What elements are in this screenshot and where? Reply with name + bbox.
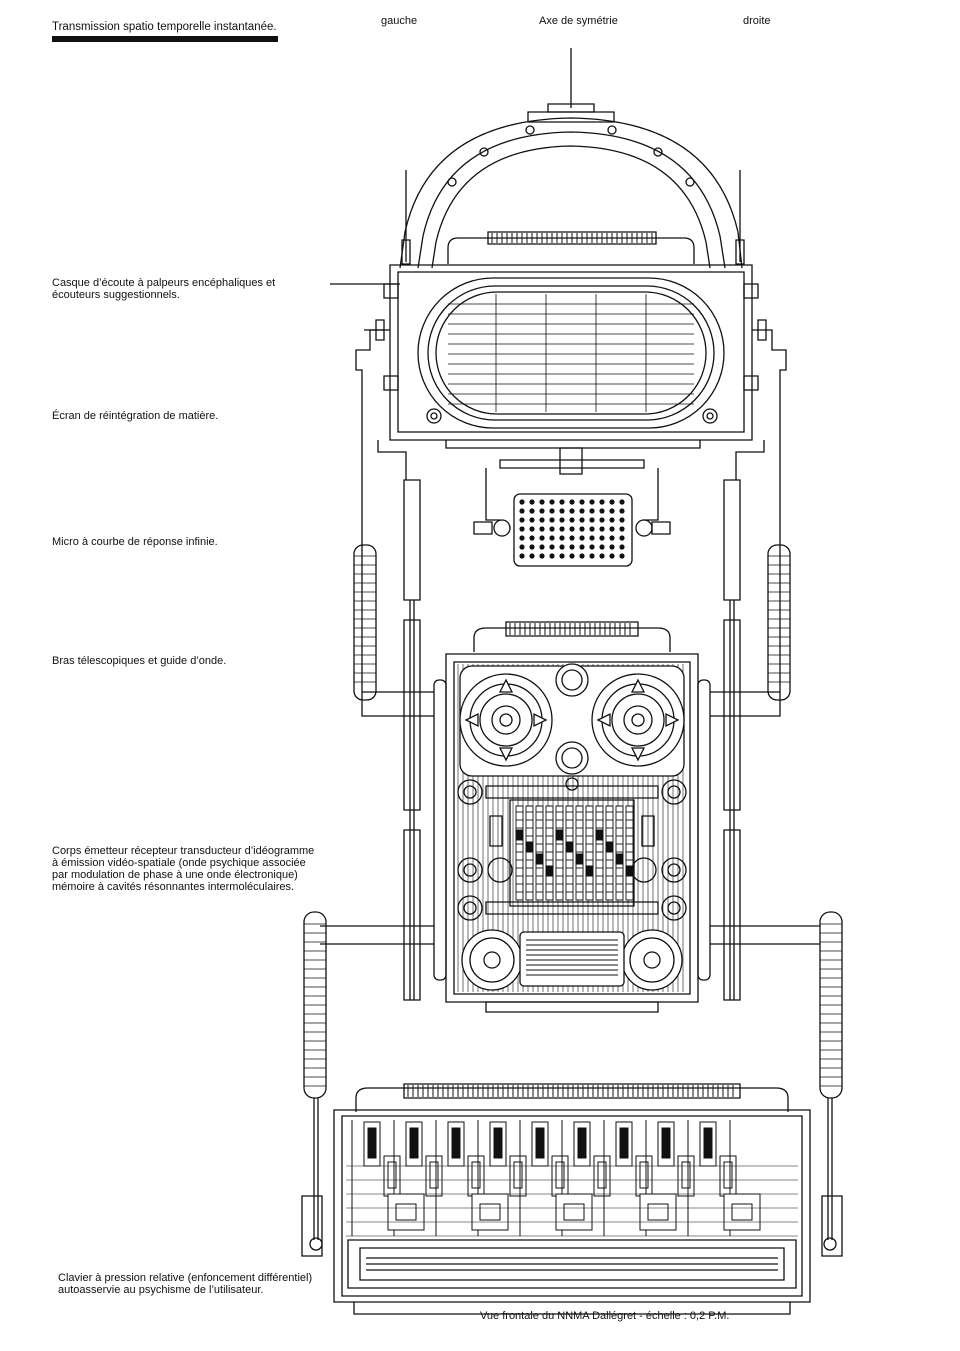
side-antennas [330,170,744,284]
label-bras-line-1: Bras télescopiques et guide d’onde. [52,655,227,667]
title-underline [52,36,278,42]
label-corps-line-2: à émission vidéo-spatiale (onde psychiqu… [52,857,306,869]
label-casque-line-1: Casque d’écoute à palpeurs encéphaliques… [52,277,276,289]
label-corps: Corps émetteur récepteur transducteur d’… [52,845,314,893]
right-side-label: droite [743,15,771,27]
helmet-dome [400,118,742,268]
keyboard [334,1084,810,1314]
body-handle [474,622,670,652]
antenna [528,48,614,122]
label-clavier-line-2: autoasservie au psychisme de l’utilisate… [58,1284,264,1296]
label-bras: Bras télescopiques et guide d’onde. [52,655,226,667]
label-clavier-line-1: Clavier à pression relative (enfoncement… [58,1272,313,1284]
label-ecran: Écran de réintégration de matière. [52,410,218,422]
label-corps-line-1: Corps émetteur récepteur transducteur d’… [52,845,315,857]
symmetry-axis-label: Axe de symétrie [539,15,618,27]
left-side-label: gauche [381,15,418,27]
telescopic-arms [354,480,790,1000]
label-micro: Micro à courbe de réponse infinie. [52,536,218,548]
keyboard-poles [302,912,842,1256]
label-casque: Casque d’écoute à palpeurs encéphaliques… [52,277,275,301]
label-corps-line-4: mémoire à cavités résonnantes intermoléc… [52,881,295,893]
main-body [446,654,698,1012]
side-tubes [356,320,786,700]
label-micro-line-1: Micro à courbe de réponse infinie. [52,536,218,548]
body-side-arms [320,680,820,980]
screen-frame [384,265,758,448]
label-clavier: Clavier à pression relative (enfoncement… [58,1272,312,1296]
figure-caption: Vue frontale du NNMA Dallégret - échelle… [480,1310,730,1322]
diagram-title: Transmission spatio temporelle instantan… [52,21,277,33]
label-ecran-line-1: Écran de réintégration de matière. [52,410,219,422]
label-casque-line-2: écouteurs suggestionnels. [52,289,180,301]
micro-assembly [474,448,670,566]
label-corps-line-3: par modulation de phase à une onde élect… [52,869,298,881]
